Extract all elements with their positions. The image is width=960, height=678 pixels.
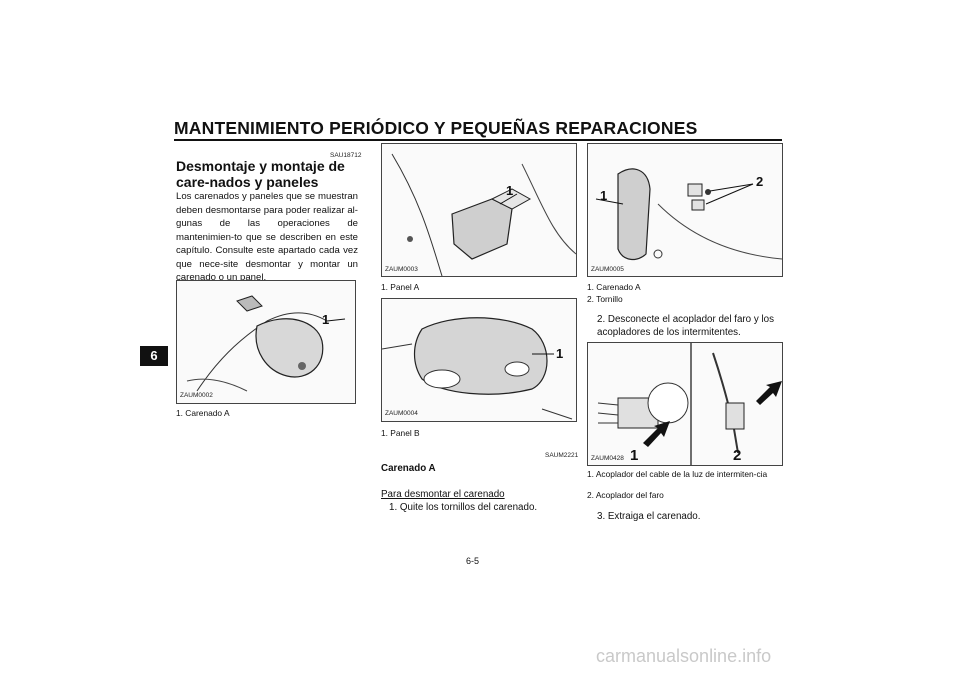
fig5-callout-2: 2: [733, 447, 742, 464]
fig4-caption-2: 2. Tornillo: [587, 294, 623, 304]
fig4-code: ZAUM0005: [591, 266, 624, 273]
step-2: 2. Desconecte el acoplador del faro y lo…: [597, 314, 774, 338]
section-body: Los carenados y paneles que se muestran …: [176, 191, 358, 283]
fig1-code: ZAUM0002: [180, 392, 213, 399]
figure-carenado-a: [176, 280, 356, 404]
step-3: 3. Extraiga el carenado.: [597, 511, 701, 522]
panel-b-illustration: [382, 317, 573, 420]
watermark: carmanualsonline.info: [596, 646, 772, 666]
section-title: Desmontaje y montaje de care-nados y pan…: [176, 158, 345, 190]
fig1-callout: 1: [322, 312, 330, 327]
figure-panel-a: [381, 143, 577, 277]
chapter-tab: 6: [140, 346, 168, 366]
carenado-a-title: Carenado A: [381, 463, 436, 474]
fig3-code: ZAUM0004: [385, 410, 418, 417]
carenado-tornillo-illustration: [595, 168, 782, 260]
figure-panel-b: [381, 298, 577, 422]
fig2-callout: 1: [506, 183, 514, 198]
fig5-caption-2: 2. Acoplador del faro: [587, 490, 664, 500]
figure-carenado-tornillo: [587, 143, 783, 277]
header-rule: [174, 139, 782, 141]
section-code: SAU18712: [330, 152, 362, 159]
fig3-callout: 1: [556, 346, 564, 361]
fig3-caption: 1. Panel B: [381, 428, 420, 438]
fig1-caption: 1. Carenado A: [176, 408, 230, 418]
fig5-callout-1: 1: [630, 447, 639, 464]
fig4-callout-2: 2: [756, 174, 764, 189]
acopladores-illustration: [597, 343, 782, 465]
fig5-caption-1: 1. Acoplador del cable de la luz de inte…: [587, 469, 768, 479]
fig5-code: ZAUM0428: [591, 455, 624, 462]
step-1: 1. Quite los tornillos del carenado.: [389, 502, 538, 513]
remove-heading: Para desmontar el carenado: [381, 489, 505, 500]
fig4-caption-1: 1. Carenado A: [587, 282, 641, 292]
carenado-a-code: SAUM2221: [545, 452, 579, 459]
fig2-code: ZAUM0003: [385, 266, 418, 273]
fig2-caption: 1. Panel A: [381, 282, 420, 292]
page-header-title: MANTENIMIENTO PERIÓDICO Y PEQUEÑAS REPAR…: [174, 118, 698, 138]
fig4-callout-1: 1: [600, 188, 608, 203]
panel-a-illustration: [391, 153, 576, 276]
figure-acopladores: [587, 342, 783, 466]
scooter-front-illustration: [186, 295, 346, 392]
page-number: 6-5: [466, 556, 480, 566]
